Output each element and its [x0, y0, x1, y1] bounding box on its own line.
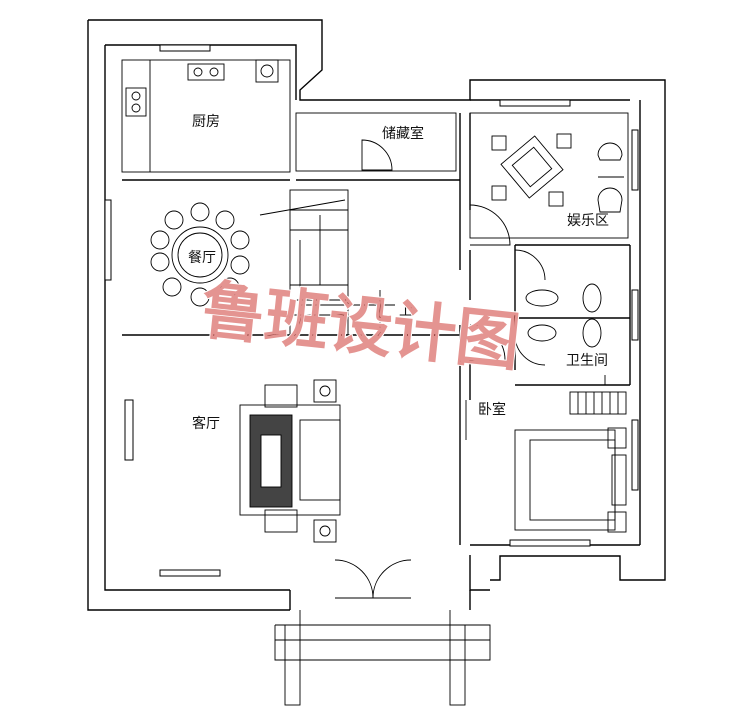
bedroom-furniture [514, 391, 627, 533]
watermark-text: 鲁班设计图 [197, 274, 523, 381]
storage-label: 储藏室 [382, 125, 424, 142]
stair-up-label: 上 [399, 303, 413, 319]
entertainment-label: 娱乐区 [567, 213, 609, 229]
kitchen-label: 厨房 [192, 114, 220, 130]
living-room-label: 客厅 [192, 415, 220, 432]
mahjong-table [491, 133, 624, 213]
doors [334, 139, 546, 599]
bathroom-fixtures [525, 283, 606, 385]
bedroom-label: 卧室 [478, 401, 506, 418]
living-room-furniture [239, 379, 341, 543]
dining-table [150, 202, 250, 307]
bathroom-label: 卫生间 [566, 353, 608, 369]
room-labels: 厨房 储藏室 娱乐区 餐厅 卫生间 客厅 卧室 上 [188, 114, 609, 432]
windows [104, 44, 639, 577]
kitchen-fixtures [125, 59, 279, 117]
interior-walls [121, 59, 631, 545]
dining-label: 餐厅 [188, 250, 216, 266]
